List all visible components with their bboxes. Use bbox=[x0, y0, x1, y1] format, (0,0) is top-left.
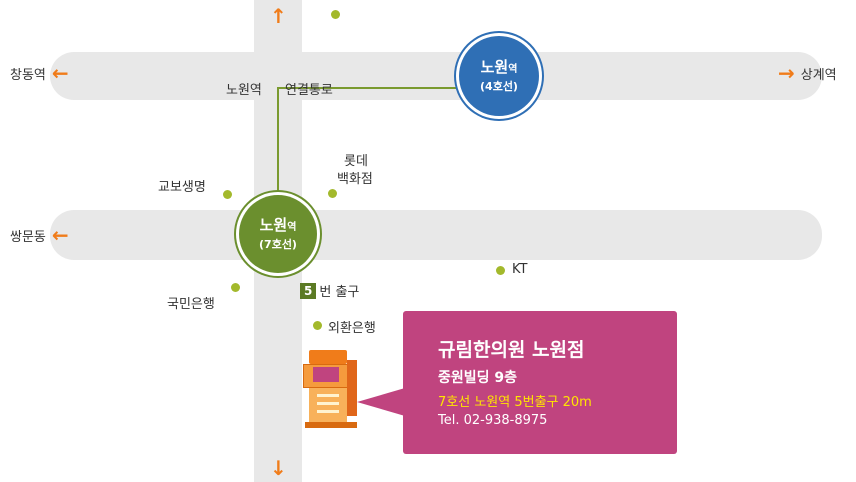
station-line4[interactable]: 노원역 (4호선) bbox=[459, 36, 539, 116]
east-top-label: 상계역 bbox=[800, 67, 837, 83]
kookmin-dot bbox=[231, 283, 240, 292]
lotte-label-line2: 백화점 bbox=[337, 172, 373, 187]
lotte-label-line1: 롯데 bbox=[344, 154, 368, 169]
station-line4-line: (4호선) bbox=[480, 80, 518, 93]
south-arrow-icon: ↓ bbox=[270, 456, 287, 480]
left-arrow-icon: ← bbox=[51, 223, 69, 247]
exit-number-badge: 5 bbox=[300, 282, 317, 299]
east-top-direction: → 상계역 bbox=[778, 63, 837, 83]
connector-line-vertical bbox=[277, 87, 279, 207]
clinic-directions: 7호선 노원역 5번출구 20m bbox=[438, 395, 592, 410]
kyobo-label: 교보생명 bbox=[158, 180, 206, 195]
kyobo-dot bbox=[223, 190, 232, 199]
station-line7-name: 노원역 bbox=[259, 216, 297, 234]
road-middle-horizontal bbox=[50, 210, 822, 260]
connector-label-left: 노원역 bbox=[226, 83, 262, 98]
connector-line-horizontal bbox=[278, 87, 473, 89]
clinic-info-box[interactable]: 규림한의원 노원점 중원빌딩 9층 7호선 노원역 5번출구 20m Tel. … bbox=[403, 311, 677, 454]
left-arrow-icon: ← bbox=[51, 61, 69, 85]
connector-label-right: 연결통로 bbox=[285, 83, 333, 98]
west-mid-label: 쌍문동 bbox=[10, 229, 46, 245]
station-line7-line: (7호선) bbox=[259, 238, 297, 251]
clinic-building: 중원빌딩 9층 bbox=[438, 370, 518, 386]
landmark-dot-top bbox=[331, 10, 340, 19]
exit-label: 번 출구 bbox=[319, 285, 360, 300]
clinic-tel: Tel. 02-938-8975 bbox=[438, 413, 548, 428]
kt-label: KT bbox=[512, 262, 528, 277]
station-line4-name: 노원역 bbox=[480, 58, 518, 76]
info-pointer bbox=[357, 388, 405, 416]
west-top-direction: 창동역 ← bbox=[10, 63, 69, 83]
kt-dot bbox=[496, 266, 505, 275]
exit-5-marker: 5 번 출구 bbox=[300, 281, 359, 300]
building-icon bbox=[303, 350, 359, 430]
west-top-label: 창동역 bbox=[10, 67, 46, 83]
keb-label: 외환은행 bbox=[328, 321, 376, 336]
right-arrow-icon: → bbox=[778, 61, 795, 85]
station-line7[interactable]: 노원역 (7호선) bbox=[239, 195, 317, 273]
road-top-horizontal bbox=[50, 52, 822, 100]
lotte-dot bbox=[328, 189, 337, 198]
north-arrow-icon: ↑ bbox=[270, 4, 287, 28]
kookmin-label: 국민은행 bbox=[167, 297, 215, 312]
west-mid-direction: 쌍문동 ← bbox=[10, 225, 69, 245]
clinic-title: 규림한의원 노원점 bbox=[438, 339, 585, 361]
keb-dot bbox=[313, 321, 322, 330]
